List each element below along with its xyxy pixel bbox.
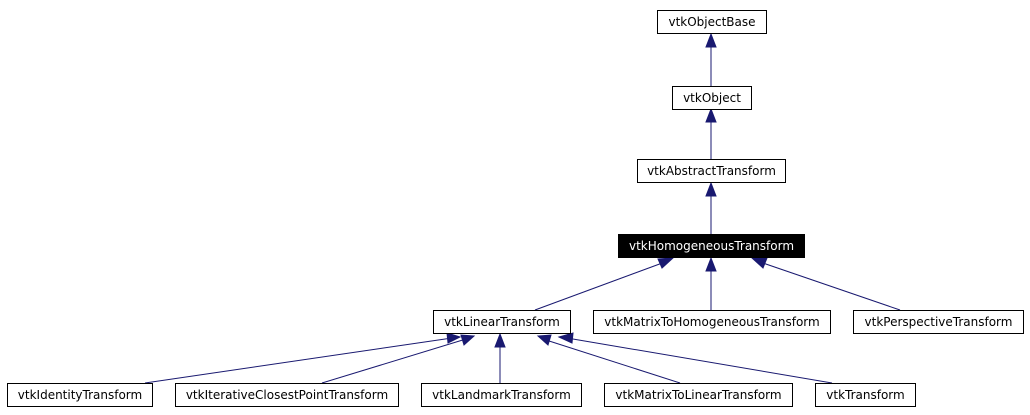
edge-vtkPerspectiveTransform-to-vtkHomogeneousTransform: [750, 257, 901, 311]
node-vtkHomogeneousTransform[interactable]: vtkHomogeneousTransform: [618, 234, 805, 258]
node-label-vtkMatrixToLinearTransform: vtkMatrixToLinearTransform: [615, 388, 781, 402]
node-label-vtkIdentityTransform: vtkIdentityTransform: [18, 388, 142, 402]
node-label-vtkPerspectiveTransform: vtkPerspectiveTransform: [865, 315, 1013, 329]
node-label-vtkMatrixToHomogeneousTransform: vtkMatrixToHomogeneousTransform: [604, 315, 819, 329]
node-label-vtkLinearTransform: vtkLinearTransform: [444, 315, 560, 329]
node-label-vtkObjectBase: vtkObjectBase: [668, 15, 755, 29]
edge-vtkObject-to-vtkObjectBase: [705, 32, 717, 87]
edge-vtkMatrixToLinearTransform-to-vtkLinearTransform: [536, 334, 681, 384]
edge-vtkIdentityTransform-to-vtkLinearTransform: [144, 332, 462, 384]
edge-vtkLinearTransform-to-vtkHomogeneousTransform: [534, 257, 675, 311]
node-vtkMatrixToLinearTransform[interactable]: vtkMatrixToLinearTransform: [604, 383, 793, 407]
node-vtkAbstractTransform[interactable]: vtkAbstractTransform: [637, 159, 786, 183]
edges: [144, 32, 901, 384]
node-label-vtkHomogeneousTransform: vtkHomogeneousTransform: [629, 239, 794, 253]
node-label-vtkObject: vtkObject: [683, 91, 741, 105]
node-label-vtkIterativeClosestPointTransform: vtkIterativeClosestPointTransform: [186, 388, 388, 402]
edge-vtkIterativeClosestPointTransform-to-vtkLinearTransform: [321, 334, 476, 384]
nodes: vtkObjectBase vtkObject vtkAbstractTrans…: [7, 10, 1024, 407]
node-vtkPerspectiveTransform[interactable]: vtkPerspectiveTransform: [853, 310, 1024, 334]
node-vtkIdentityTransform[interactable]: vtkIdentityTransform: [7, 383, 153, 407]
node-vtkObject[interactable]: vtkObject: [672, 86, 752, 110]
node-label-vtkLandmarkTransform: vtkLandmarkTransform: [432, 388, 571, 402]
edge-vtkMatrixToHomogeneousTransform-to-vtkHomogeneousTransform: [705, 256, 717, 310]
node-vtkLandmarkTransform[interactable]: vtkLandmarkTransform: [421, 383, 582, 407]
node-vtkObjectBase[interactable]: vtkObjectBase: [657, 10, 767, 34]
node-vtkIterativeClosestPointTransform[interactable]: vtkIterativeClosestPointTransform: [175, 383, 399, 407]
node-vtkTransform[interactable]: vtkTransform: [815, 383, 916, 407]
node-label-vtkTransform: vtkTransform: [826, 388, 904, 402]
edge-vtkAbstractTransform-to-vtkObject: [705, 107, 717, 159]
node-label-vtkAbstractTransform: vtkAbstractTransform: [647, 164, 776, 178]
node-vtkMatrixToHomogeneousTransform[interactable]: vtkMatrixToHomogeneousTransform: [593, 310, 831, 334]
edge-vtkLandmarkTransform-to-vtkLinearTransform: [494, 332, 506, 383]
edge-vtkHomogeneousTransform-to-vtkAbstractTransform: [705, 181, 717, 235]
node-vtkLinearTransform[interactable]: vtkLinearTransform: [433, 310, 571, 334]
edge-vtkTransform-to-vtkLinearTransform: [557, 332, 833, 384]
